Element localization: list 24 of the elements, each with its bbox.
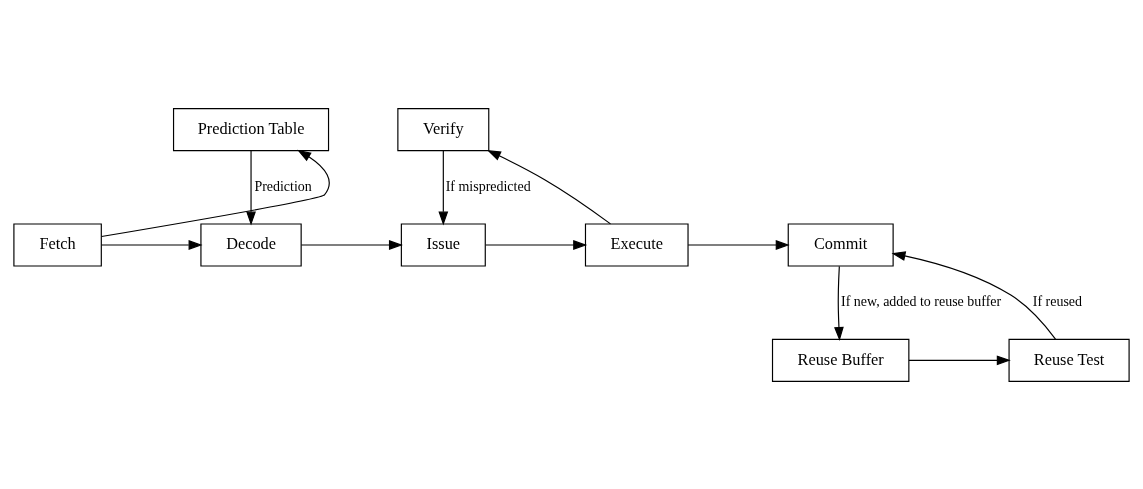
node-box: Reuse Test <box>1008 338 1130 382</box>
node-box: Fetch <box>13 222 102 267</box>
edge-label: If mispredicted <box>445 178 531 194</box>
edge-label: If reused <box>1032 293 1083 309</box>
arrow <box>100 239 203 250</box>
arrow <box>485 239 588 250</box>
arrow <box>100 149 330 237</box>
node-box: Verify <box>397 107 490 151</box>
node-box: Issue <box>400 222 486 267</box>
arrow <box>438 149 449 226</box>
arrow <box>834 265 844 341</box>
edge-label: Prediction <box>254 178 312 194</box>
node-box: Commit <box>787 222 894 267</box>
arrow <box>891 250 1057 340</box>
node-box: Execute <box>584 222 689 267</box>
node-box: Decode <box>200 222 302 267</box>
node-box: Reuse Buffer <box>771 338 910 382</box>
arrow <box>908 354 1011 365</box>
edge-label: If new, added to reuse buffer <box>840 293 1002 309</box>
arrow <box>687 239 790 250</box>
node-box: Prediction Table <box>172 107 330 151</box>
arrow <box>300 239 403 250</box>
arrow <box>486 149 612 224</box>
arrow <box>246 149 256 226</box>
